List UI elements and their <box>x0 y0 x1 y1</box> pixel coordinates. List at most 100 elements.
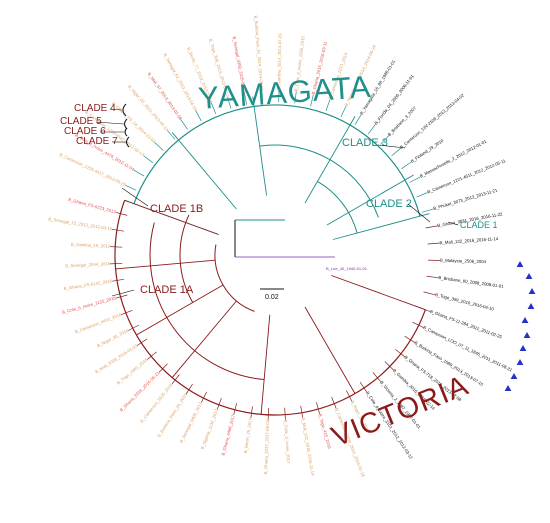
leaf-branch <box>426 275 439 279</box>
leaf-branch <box>340 105 347 118</box>
leaf-branch <box>395 349 406 358</box>
leaf-branch <box>261 90 263 103</box>
leaf-branch <box>158 363 168 373</box>
leaf-branch <box>200 391 207 403</box>
blue-triangle-marker <box>527 303 535 309</box>
blue-triangle-marker <box>519 345 527 351</box>
radial-stem <box>304 116 356 204</box>
leaf-branch <box>416 192 428 198</box>
clade-1a-label: CLADE 1A <box>140 284 194 296</box>
leaf-branch <box>195 110 202 122</box>
leaf-branch <box>380 135 390 145</box>
leaf-branch <box>136 338 148 346</box>
clade-6-label: CLADE 6 <box>64 126 106 137</box>
clade-1b-label: CLADE 1B <box>150 203 203 215</box>
blue-triangle-marker <box>516 359 524 365</box>
radial-stem <box>136 284 224 336</box>
leaf-branch <box>244 92 247 105</box>
clade-3-pointer <box>377 144 406 149</box>
victoria-clade-1a-arc <box>149 222 265 380</box>
clade-2-pointer <box>407 203 431 223</box>
leaf-branch <box>391 147 402 157</box>
leaf-branch <box>227 96 232 109</box>
clade-1a-pointer <box>111 289 135 297</box>
leaf-branch <box>331 396 337 409</box>
leaf-branch <box>368 123 376 135</box>
leaf-branch <box>421 208 434 213</box>
clade-6-bracket <box>124 127 128 137</box>
leaf-branch <box>427 242 440 245</box>
leaf-branch <box>359 382 368 393</box>
taxon-label: B_Cote_d_Ivoire_2017 <box>283 420 291 465</box>
leaf-branch <box>216 398 222 410</box>
leaf-branch <box>310 94 314 107</box>
radial-stem <box>332 213 430 240</box>
clade-4-pointer <box>109 108 123 111</box>
leaf-branch <box>154 142 164 151</box>
yamagata-clade-2-arc <box>317 180 358 234</box>
clade-4-bracket <box>122 103 127 117</box>
leaf-branch <box>185 383 193 395</box>
leaf-branch <box>404 335 415 343</box>
leaf-branch <box>210 102 217 115</box>
leaf-branch <box>425 225 438 229</box>
leaf-branch <box>180 119 188 130</box>
leaf-branch <box>423 291 436 296</box>
radial-stem <box>326 174 414 226</box>
blue-triangle-marker <box>510 373 518 379</box>
radial-stem <box>115 259 216 270</box>
taxon-label: B_Benin_29_2017 <box>243 417 253 453</box>
leaf-branch <box>233 403 238 415</box>
clade-7-bracket <box>126 136 130 148</box>
tree-branches <box>110 89 440 420</box>
root-outgroup-label: B_Lee_40_1940-01-01 <box>326 266 368 271</box>
leaf-branch <box>115 294 128 299</box>
leaf-branch <box>294 91 297 104</box>
leaf-branch <box>384 361 394 371</box>
leaf-branch <box>300 405 304 418</box>
radial-stem <box>124 199 219 235</box>
clade-2-label: CLADE 2 <box>366 198 412 210</box>
leaf-branch <box>125 184 137 191</box>
leaf-branch <box>133 169 145 177</box>
leaf-branch <box>409 176 421 183</box>
leaf-branch <box>166 129 176 140</box>
leaf-branch <box>316 402 320 414</box>
taxon-label: B_Gambia_19_2012 <box>71 242 111 249</box>
victoria-inner-arc <box>214 244 255 312</box>
leaf-branch <box>171 374 180 385</box>
leaf-branch <box>284 407 286 420</box>
blue-triangle-marker <box>525 273 533 279</box>
leaf-branch <box>147 351 157 360</box>
taxon-label: B_Malaysia_2506_2004 <box>440 258 487 265</box>
clade-7-label: CLADE 7 <box>76 136 118 147</box>
clade-1-pointer <box>447 221 459 226</box>
radial-stem <box>171 300 237 378</box>
leaf-branch <box>121 309 133 316</box>
leaf-branch <box>345 390 353 402</box>
leaf-branch <box>267 407 269 420</box>
radial-stem <box>171 132 237 210</box>
radial-stem <box>252 96 268 196</box>
taxon-label: B_Mali_132_2016_2016-11-14 <box>439 236 499 245</box>
clade-5-pointer <box>95 121 125 125</box>
leaf-branch <box>325 99 331 111</box>
taxon-label: B_Ghana_2017_2017-06-04 <box>263 419 270 474</box>
leaf-branch <box>401 161 412 170</box>
leaf-branch <box>128 324 140 331</box>
leaf-branch <box>354 114 362 125</box>
clade-3-label: CLADE 3 <box>342 137 388 149</box>
leaf-branch <box>115 211 128 216</box>
leaf-branch <box>112 278 124 282</box>
taxon-label: B_Senegal_2044_2016 <box>65 261 111 268</box>
taxon-label: B_Burkina_Faso_61_2014_2014-08-02 <box>253 15 264 91</box>
leaf-branch <box>110 246 123 248</box>
clade-4-label: CLADE 4 <box>74 103 116 114</box>
clade-1b-pointer <box>121 187 149 207</box>
taxon-label: B_Gambia_2014_2014-07-29 <box>276 33 282 90</box>
scale-bar-label: 0.02 <box>265 294 279 301</box>
victoria-backbone-arc <box>114 200 426 416</box>
leaf-branch <box>412 321 424 328</box>
